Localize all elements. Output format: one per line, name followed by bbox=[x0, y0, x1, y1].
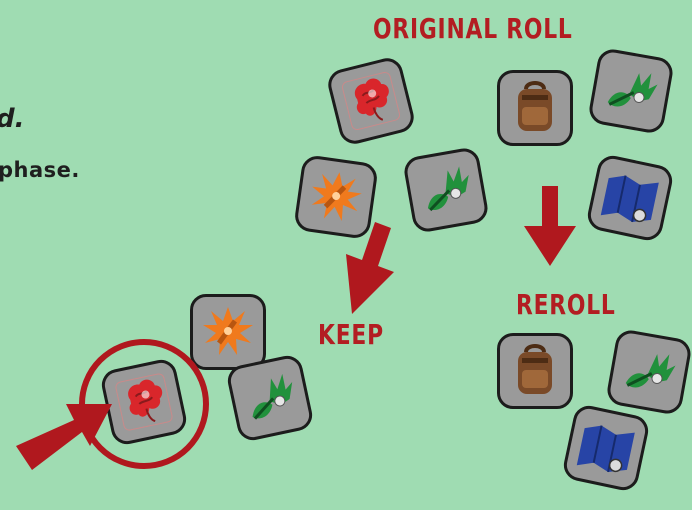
instruction-text-phase: phase. bbox=[0, 158, 80, 182]
pointer-arrow bbox=[16, 404, 112, 470]
die-explosion[interactable] bbox=[190, 294, 266, 370]
die-backpack[interactable] bbox=[497, 70, 573, 146]
instruction-text-fragment: d. bbox=[0, 104, 25, 134]
die-backpack[interactable] bbox=[497, 333, 573, 409]
original-roll-label: ORIGINAL ROLL bbox=[373, 12, 573, 45]
reroll-label: REROLL bbox=[516, 288, 616, 321]
keep-label: KEEP bbox=[318, 318, 384, 351]
keep-arrow bbox=[346, 222, 394, 314]
reroll-arrow bbox=[524, 186, 576, 266]
